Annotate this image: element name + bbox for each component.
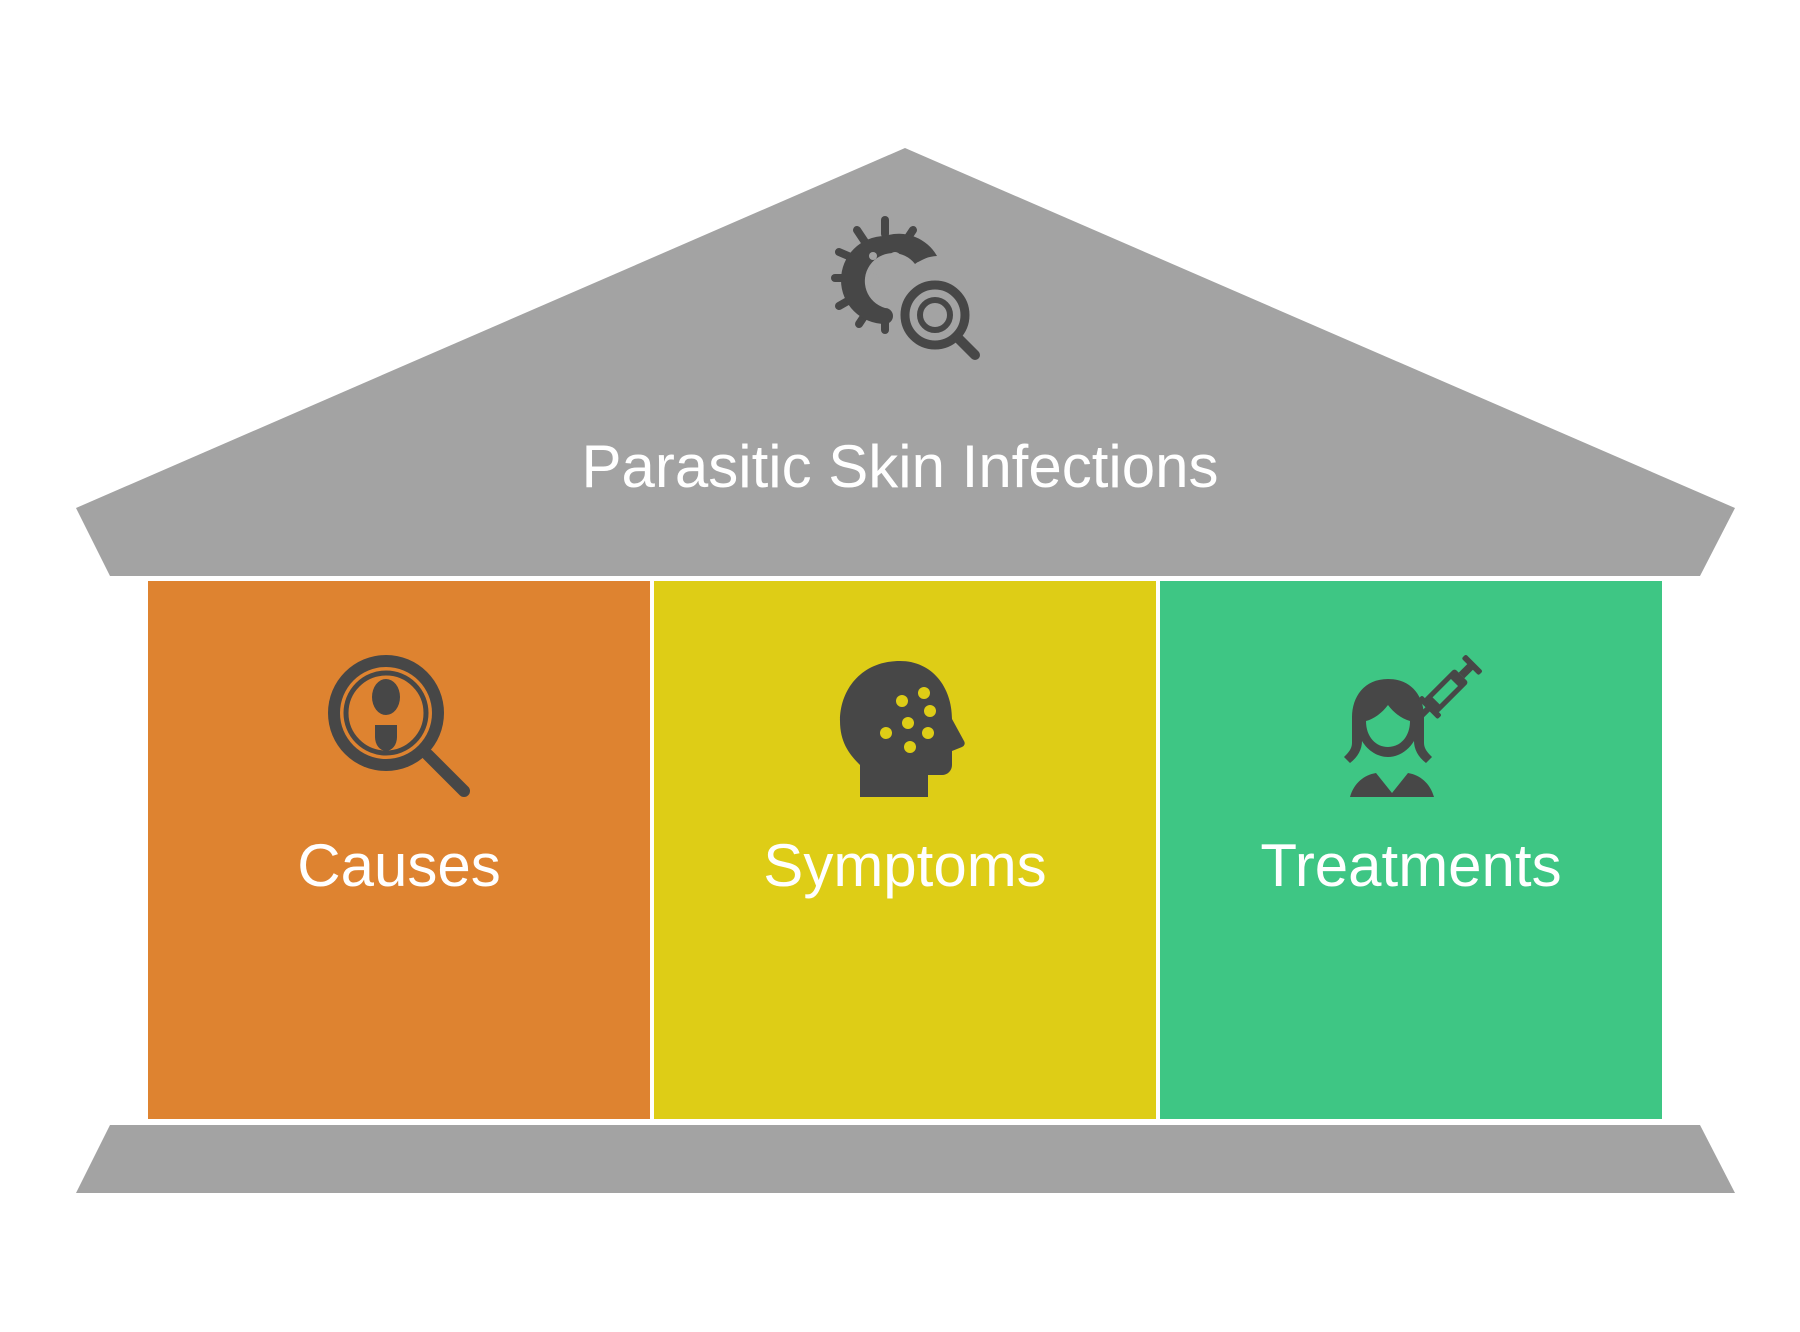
roof <box>76 148 1735 576</box>
pillar-causes: Causes <box>148 581 650 1119</box>
parasite-magnifier-icon <box>825 212 995 367</box>
base <box>76 1125 1735 1193</box>
diagram-title: Parasitic Skin Infections <box>581 433 1219 500</box>
pillar-label-causes: Causes <box>297 832 501 899</box>
pillar-label-symptoms: Symptoms <box>763 832 1047 899</box>
pillar-label-treatments: Treatments <box>1260 832 1562 899</box>
pillar-treatments: Treatments <box>1160 581 1662 1119</box>
pillar-symptoms: Symptoms <box>654 581 1156 1119</box>
head-rash-icon <box>654 651 1156 801</box>
magnifier-exclamation-icon <box>148 651 650 801</box>
woman-syringe-icon <box>1160 651 1662 801</box>
